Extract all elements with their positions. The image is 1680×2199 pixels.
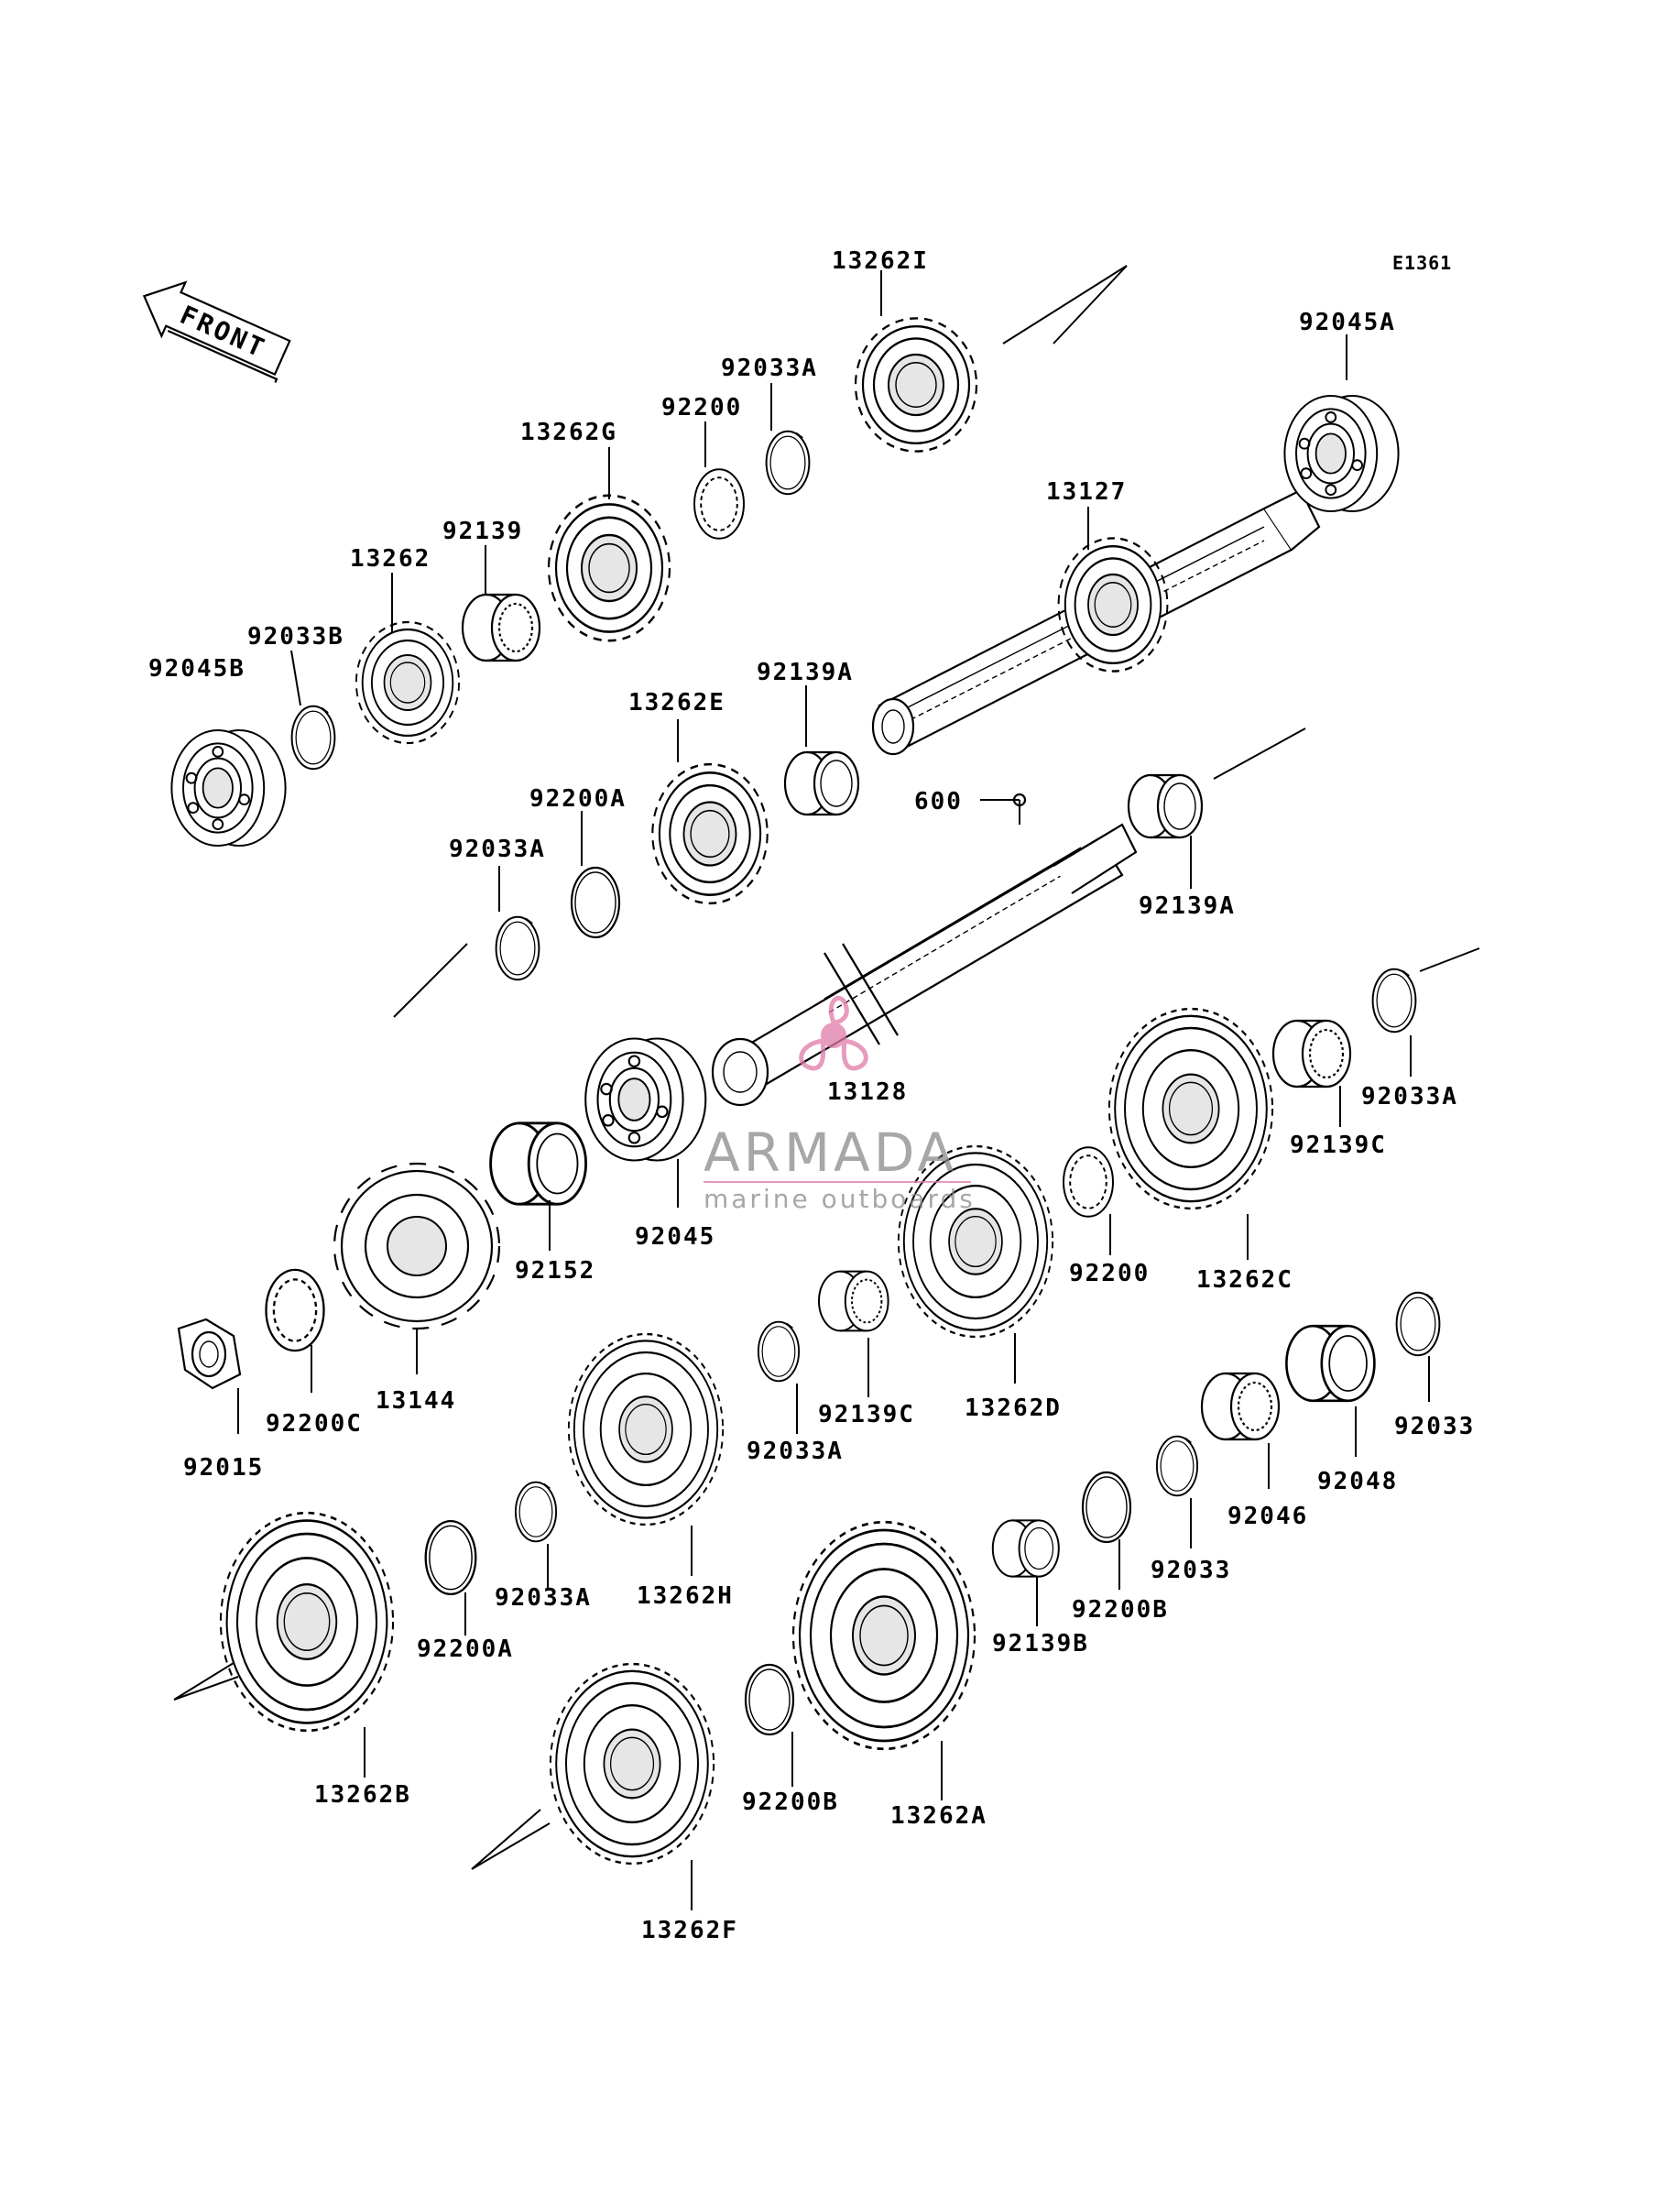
label-92033-right: 92033 (1394, 1413, 1475, 1440)
label-92033A-right: 92033A (1361, 1083, 1458, 1110)
front-direction-arrow: FRONT (142, 280, 291, 383)
watermark: ARMADA marine outboards (704, 996, 976, 1214)
label-92045: 92045 (635, 1223, 715, 1251)
gear-13262H (567, 1332, 725, 1526)
assembly-line-left-lower (173, 1662, 239, 1701)
gear-13262E (651, 762, 769, 905)
washer-92200-top (693, 468, 745, 540)
circlip-92033B (290, 705, 336, 771)
label-13262G: 13262G (520, 419, 617, 446)
label-92200A-upper: 92200A (529, 785, 627, 813)
washer-92200-mid (1063, 1146, 1114, 1218)
diagram-reference-code: E1361 (1392, 252, 1452, 274)
label-13144: 13144 (376, 1387, 456, 1415)
circlip-92033A-lower (514, 1481, 558, 1543)
bearing-92045 (584, 1037, 707, 1162)
label-13128: 13128 (827, 1078, 908, 1106)
bushing-92139B (991, 1519, 1060, 1578)
bushing-92139A-upper (783, 750, 860, 816)
assembly-line-right-upper (1213, 728, 1306, 780)
watermark-logo-icon (799, 996, 868, 1071)
needle-bearing-92139 (461, 593, 541, 662)
gear-13262A (791, 1520, 976, 1751)
circlip-92033A-upper (495, 915, 540, 981)
ring-92200A-lower (424, 1519, 477, 1596)
watermark-brand: ARMADA (704, 1121, 957, 1184)
circlip-92033A-mid (757, 1320, 801, 1383)
label-13262: 13262 (350, 545, 431, 573)
label-92152: 92152 (515, 1257, 595, 1285)
gear-13262G (547, 494, 671, 642)
label-92200B-lower: 92200B (742, 1789, 839, 1816)
label-92139A-upper: 92139A (757, 659, 854, 686)
bushing-92152 (489, 1121, 588, 1206)
ring-92200A-upper (570, 866, 621, 939)
washer-92200C (265, 1268, 325, 1352)
label-92139A-lower: 92139A (1139, 892, 1236, 920)
bearing-92045A (1283, 395, 1400, 512)
label-92200A-lower: 92200A (417, 1636, 514, 1663)
circlip-92033A-top (765, 430, 811, 496)
part-labels: 13262I 92045A 92033A 92200 13262G 13127 … (148, 247, 1475, 1944)
label-92139B: 92139B (992, 1630, 1089, 1657)
gear-13262I (854, 317, 978, 453)
label-92200B-right: 92200B (1072, 1596, 1169, 1624)
needle-bearing-92139C-right (1271, 1019, 1352, 1089)
bushing-92048 (1285, 1324, 1376, 1403)
label-92045B: 92045B (148, 655, 245, 683)
label-92033B: 92033B (247, 623, 344, 651)
assembly-line-right-mid (1419, 947, 1480, 972)
label-92015: 92015 (183, 1454, 264, 1482)
gear-13262F (549, 1662, 715, 1865)
gear-13262C (1107, 1007, 1274, 1210)
gear-13262B (219, 1511, 395, 1733)
label-92200-mid: 92200 (1069, 1260, 1150, 1287)
watermark-tagline: marine outboards (704, 1184, 976, 1214)
circlip-92033A-right (1371, 968, 1417, 1034)
label-92033A-upper: 92033A (449, 836, 546, 863)
gear-13262 (355, 620, 461, 745)
ring-92200B-lower (744, 1663, 795, 1736)
label-13262C: 13262C (1196, 1266, 1293, 1294)
output-shaft-13128 (711, 823, 1138, 1107)
label-13262A: 13262A (890, 1802, 987, 1830)
label-13262B: 13262B (314, 1781, 411, 1809)
label-92139C-right: 92139C (1290, 1132, 1387, 1159)
label-13262F: 13262F (641, 1917, 738, 1944)
label-600: 600 (914, 788, 963, 815)
label-13127: 13127 (1046, 478, 1127, 506)
sprocket-13144 (333, 1162, 501, 1330)
label-92139C-mid: 92139C (818, 1401, 915, 1428)
assembly-line-left-upper (393, 943, 468, 1018)
needle-bearing-92139C-mid (818, 1270, 889, 1332)
nut-92015 (177, 1318, 242, 1390)
label-92200C: 92200C (266, 1410, 363, 1438)
label-13262I: 13262I (832, 247, 929, 275)
assembly-line-top (1002, 265, 1128, 345)
label-92046: 92046 (1227, 1503, 1308, 1530)
label-92033-mid: 92033 (1151, 1557, 1231, 1584)
label-92048: 92048 (1317, 1468, 1398, 1495)
ring-92200B-right (1081, 1471, 1132, 1544)
label-92200-top: 92200 (661, 394, 742, 421)
label-92139: 92139 (442, 518, 523, 545)
assembly-line-bottom (471, 1809, 551, 1870)
label-92033A-lower: 92033A (495, 1584, 592, 1612)
label-92033A-mid: 92033A (747, 1438, 844, 1465)
circlip-92033-right (1395, 1291, 1441, 1357)
bearing-92045B (170, 729, 287, 847)
label-13262D: 13262D (965, 1395, 1062, 1422)
needle-bearing-92046 (1200, 1372, 1281, 1441)
leader-lines (237, 270, 1430, 1910)
label-13262H: 13262H (637, 1582, 734, 1610)
label-92045A: 92045A (1299, 309, 1396, 336)
circlip-92033-mid (1155, 1435, 1199, 1497)
label-92033A-top: 92033A (721, 355, 818, 382)
bushing-92139A-lower (1127, 773, 1204, 839)
input-shaft-13127 (871, 488, 1321, 756)
label-13262E: 13262E (628, 689, 725, 717)
